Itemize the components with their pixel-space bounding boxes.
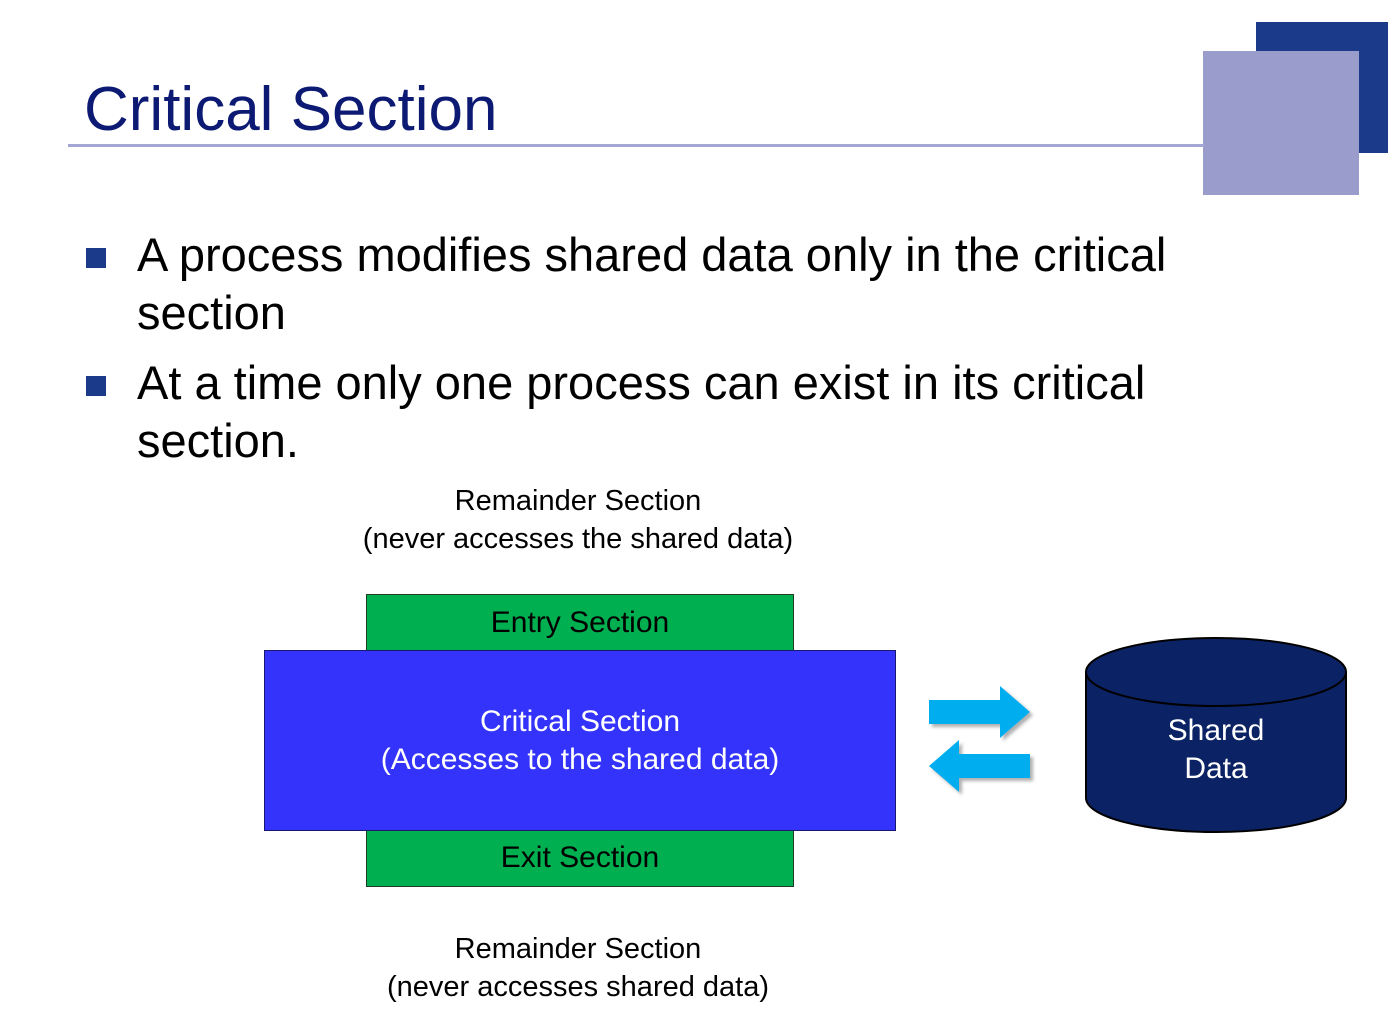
remainder-section-top-label: Remainder Section (never accesses the sh… [326, 482, 830, 558]
remainder-section-bottom-label: Remainder Section (never accesses shared… [326, 930, 830, 1006]
exit-section-label: Exit Section [500, 841, 660, 874]
bullet-item: A process modifies shared data only in t… [86, 226, 1286, 342]
remainder-top-title: Remainder Section [454, 485, 702, 517]
critical-section-title: Critical Section [479, 704, 681, 738]
data-access-arrows [929, 686, 1030, 792]
remainder-bottom-note: (never accesses shared data) [386, 971, 770, 1003]
corner-square-light [1203, 51, 1359, 195]
bullet-text: A process modifies shared data only in t… [137, 228, 1167, 339]
database-cylinder-icon [1085, 637, 1347, 833]
remainder-bottom-title: Remainder Section [454, 933, 702, 965]
entry-section-label: Entry Section [490, 606, 670, 639]
title-underline [68, 144, 1204, 147]
bullet-list: A process modifies shared data only in t… [86, 226, 1286, 482]
shared-data-line2: Data [1184, 752, 1248, 785]
square-bullet-icon [86, 376, 106, 396]
bullet-text: At a time only one process can exist in … [137, 356, 1146, 467]
entry-section-box: Entry Section [366, 594, 794, 652]
critical-section-note: (Accesses to the shared data) [380, 742, 780, 776]
bullet-item: At a time only one process can exist in … [86, 354, 1286, 470]
exit-section-box: Exit Section [366, 829, 794, 887]
square-bullet-icon [86, 248, 106, 268]
arrow-left-icon [929, 740, 1030, 792]
shared-data-line1: Shared [1167, 714, 1265, 747]
slide-title: Critical Section [84, 75, 498, 144]
remainder-top-note: (never accesses the shared data) [362, 523, 794, 555]
critical-section-box: Critical Section (Accesses to the shared… [264, 650, 896, 831]
arrow-right-icon [929, 686, 1030, 738]
shared-data-label: Shared Data [1084, 712, 1348, 788]
